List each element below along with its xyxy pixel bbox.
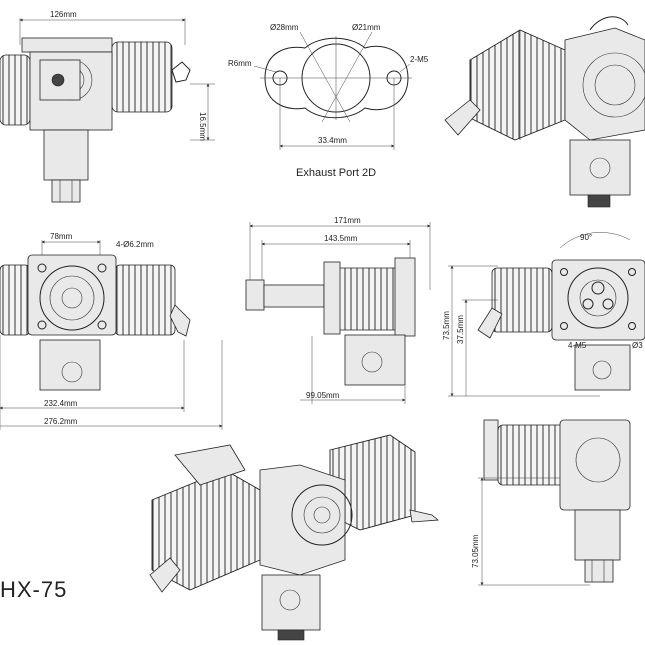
dim-143-5mm: 143.5mm — [324, 234, 358, 243]
dim-33-4mm: 33.4mm — [318, 136, 347, 145]
dim-73-05mm: 73.05mm — [471, 534, 480, 568]
dim-r6mm: R6mm — [228, 59, 252, 68]
dim-276-2mm: 276.2mm — [44, 417, 78, 426]
dim-99-05mm: 99.05mm — [306, 391, 340, 400]
dim-126mm: 126mm — [50, 10, 77, 19]
dim-78mm: 78mm — [50, 232, 73, 241]
dim-16-5mm: 16.5mm — [198, 112, 207, 141]
side-view — [245, 222, 431, 404]
model-label: HX-75 — [0, 577, 67, 602]
dim-37-5mm: 37.5mm — [456, 315, 465, 344]
top-view — [0, 18, 215, 203]
dim-73-5mm: 73.5mm — [442, 311, 451, 340]
exhaust-port-2d — [253, 31, 412, 150]
dim-d28mm: Ø28mm — [270, 23, 299, 32]
isometric-view-top — [444, 16, 645, 208]
dim-4-d6-2mm: 4-Ø6.2mm — [116, 240, 154, 249]
dim-4-m5: 4-M5 — [568, 341, 587, 350]
rear-view — [448, 232, 645, 397]
lower-side-view — [478, 419, 631, 586]
isometric-view-bottom — [149, 434, 440, 641]
exhaust-port-caption: Exhaust Port 2D — [296, 167, 376, 179]
dim-d21mm: Ø21mm — [352, 23, 381, 32]
dim-90-degrees: 90° — [580, 233, 592, 242]
dim-d3-partial: Ø3 — [632, 341, 643, 350]
front-view — [0, 240, 223, 430]
dim-2-m5: 2-M5 — [410, 55, 429, 64]
dim-171mm: 171mm — [334, 216, 361, 225]
dim-232-4mm: 232.4mm — [44, 399, 78, 408]
